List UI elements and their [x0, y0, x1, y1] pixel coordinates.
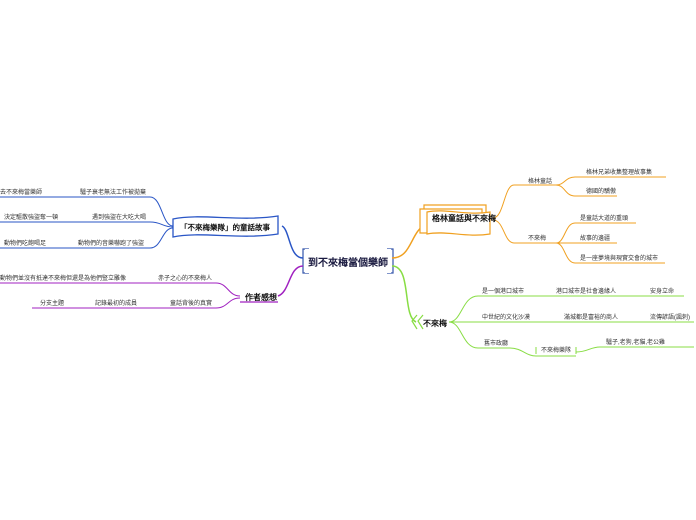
topic-author-thoughts[interactable]: 作者感想: [245, 293, 277, 302]
leaf-dream-reality-city[interactable]: 是一座夢境與現實交會的城市: [580, 256, 659, 262]
leaf-satirical-proverb[interactable]: 流傳諺語(諷刺): [650, 315, 690, 321]
leaf-story-frontier[interactable]: 故事的邊疆: [580, 236, 611, 242]
leaf-statue-erected[interactable]: 動物們並沒有抵達不來梅但還是為他們豎立雕像: [0, 276, 127, 282]
leaf-animals-full[interactable]: 動物們吃飽喝足: [4, 241, 47, 247]
subtopic-donkey-abandoned[interactable]: 驢子衰老無法工作被拋棄: [80, 190, 147, 196]
leaf-four-animals[interactable]: 驢子,老狗,老貓,老公雞: [606, 340, 666, 346]
leaf-bremen-town-musicians[interactable]: 不來梅樂隊: [541, 348, 572, 354]
subtopic-meet-robbers[interactable]: 遇到強盜在大吃大喝: [92, 215, 147, 221]
subtopic-truth-behind-tale[interactable]: 童話背後的真實: [170, 301, 213, 307]
topic-bremen-city[interactable]: 不來梅: [423, 319, 447, 328]
subtopic-medieval-cultural-desert[interactable]: 中世紀的文化沙漠: [482, 315, 531, 321]
leaf-grimm-brothers-collected[interactable]: 格林兄弟收集整理故事集: [586, 170, 653, 176]
leaf-wealthy-merchants[interactable]: 滿城都是富裕的商人: [564, 315, 619, 321]
subtopic-childlike-bremen-people[interactable]: 赤子之心的不來梅人: [158, 276, 213, 282]
subtopic-music-scared-robbers[interactable]: 動物們的音樂嚇跑了強盜: [78, 241, 145, 247]
leaf-original-members[interactable]: 記錄最初的成員: [95, 301, 138, 307]
subtopic-bremen[interactable]: 不來梅: [528, 236, 547, 242]
leaf-branch-topic[interactable]: 分支主題: [40, 301, 65, 307]
subtopic-old-town-hall[interactable]: 舊市政廳: [484, 341, 509, 347]
leaf-scare-robbers[interactable]: 決定驅散強盜奪一頓: [4, 215, 59, 221]
topic-grimm-and-bremen[interactable]: 格林童話與不來梅: [432, 214, 496, 223]
leaf-settle-down[interactable]: 安身立命: [650, 289, 675, 295]
leaf-port-city-outsiders[interactable]: 港口城市是社會邊緣人: [556, 289, 617, 295]
subtopic-port-city[interactable]: 是一個港口城市: [482, 289, 525, 295]
leaf-go-to-bremen[interactable]: 去不來梅當樂師: [0, 190, 43, 196]
leaf-pride-of-germany[interactable]: 德國的驕傲: [586, 189, 617, 195]
central-topic[interactable]: 到不來梅當個樂師: [305, 249, 391, 273]
topic-musicians-story[interactable]: 「不來梅樂隊」的童話故事: [180, 223, 270, 232]
subtopic-grimm-fairy-tales[interactable]: 格林童話: [528, 179, 553, 185]
leaf-fairy-tale-road-highlight[interactable]: 是童話大道的重頭: [580, 216, 629, 222]
